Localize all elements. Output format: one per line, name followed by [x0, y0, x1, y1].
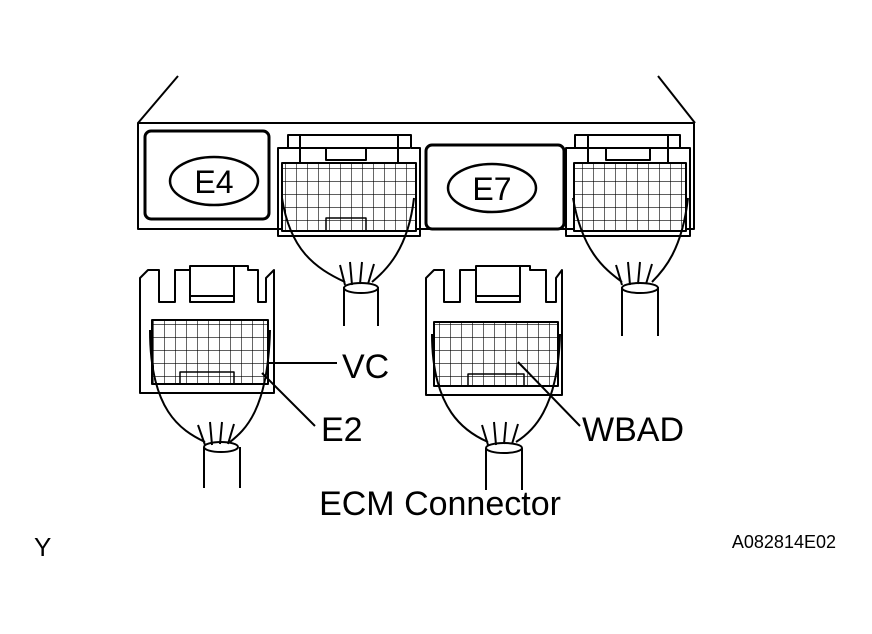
figure-id: A082814E02 — [732, 532, 836, 552]
harness-upper-left — [281, 197, 415, 326]
vc-callout: VC — [342, 348, 389, 386]
e7-label: E7 — [472, 171, 511, 207]
leader-e2 — [261, 372, 316, 427]
ecm-receptacle-right — [565, 134, 691, 237]
connector-e7 — [425, 265, 563, 490]
corner-mark: Y — [34, 532, 51, 562]
diagram-caption: ECM Connector — [319, 485, 561, 523]
e4-label: E4 — [194, 164, 233, 200]
wbad-callout: WBAD — [582, 411, 684, 449]
ecm-receptacle-left — [277, 134, 421, 237]
e7-label-oval — [446, 162, 538, 214]
e2-callout: E2 — [321, 411, 363, 449]
connector-e4 — [139, 265, 275, 488]
leader-wbad — [517, 361, 581, 427]
harness-upper-right — [572, 197, 689, 336]
e4-label-oval — [168, 155, 260, 207]
